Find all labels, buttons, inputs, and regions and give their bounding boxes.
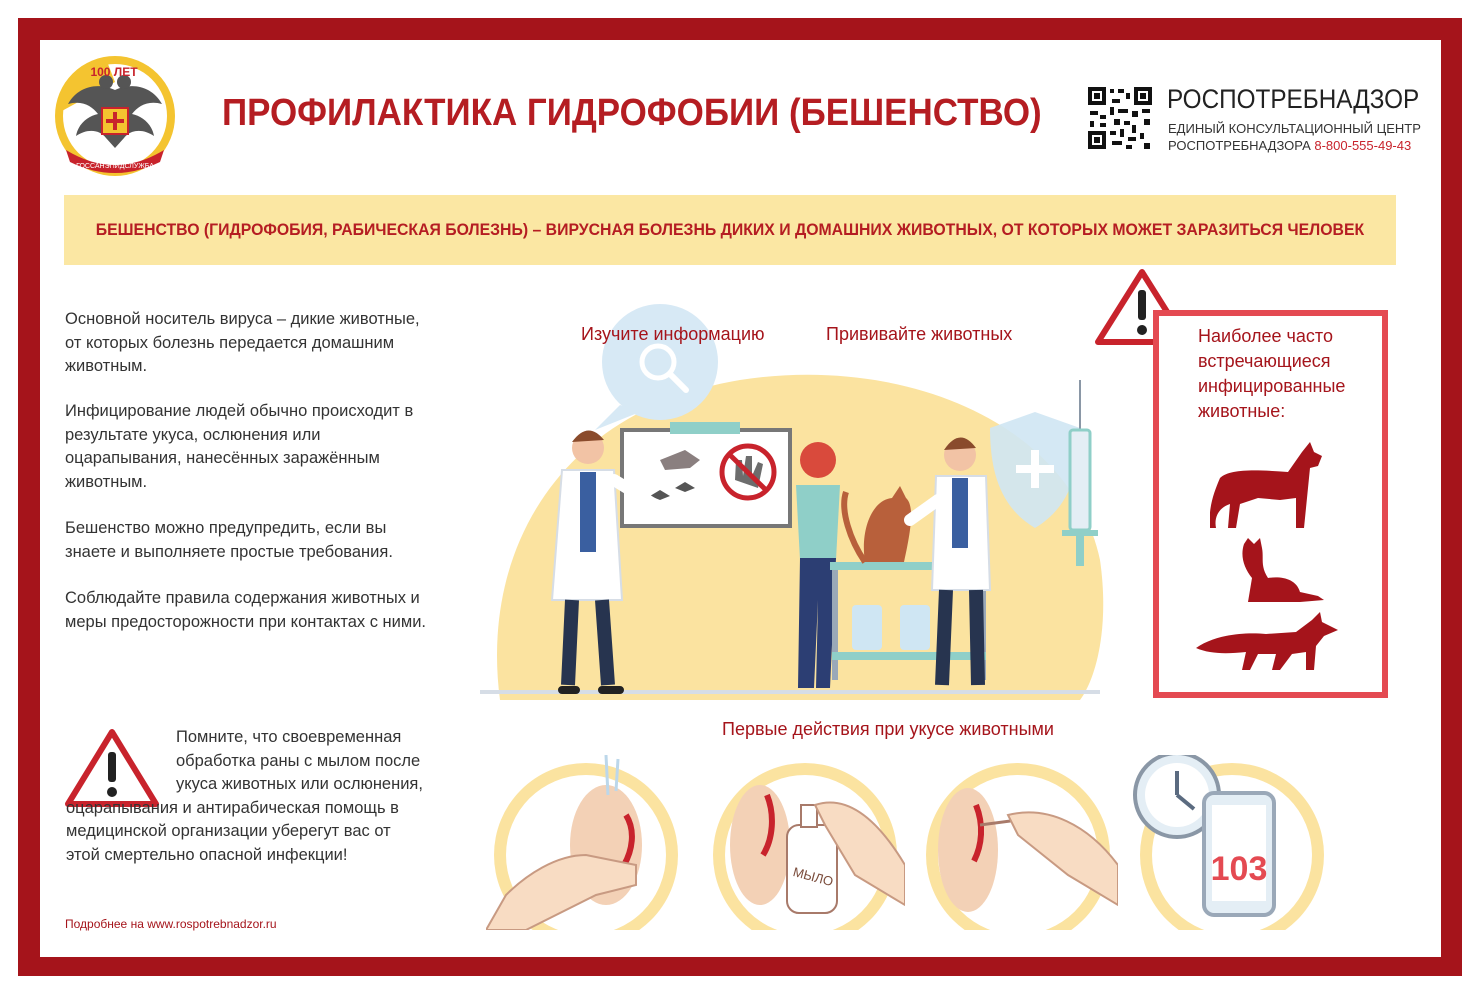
hotline-phone[interactable]: 8-800-555-49-43 <box>1314 138 1412 153</box>
vial-icon <box>900 605 930 650</box>
label-vaccinate: Прививайте животных <box>826 324 1013 344</box>
page-title: ПРОФИЛАКТИКА ГИДРОФОБИИ (БЕШЕНСТВО) <box>222 92 1042 134</box>
org-name: РОСПОТРЕБНАДЗОР <box>1167 84 1420 114</box>
paragraph-carrier: Основной носитель вируса – дикие животны… <box>65 310 420 375</box>
emblem-icon: 100 ЛЕТ ГОССАНЭПИДСЛУЖБА <box>55 56 175 176</box>
vial-icon <box>852 605 882 650</box>
wolf-icon <box>660 450 700 470</box>
org-subtitle: ЕДИНЫЙ КОНСУЛЬТАЦИОННЫЙ ЦЕНТР РОСПОТРЕБН… <box>1168 120 1421 154</box>
emblem-ribbon: ГОССАНЭПИДСЛУЖБА <box>76 163 154 170</box>
label-first-aid: Первые действия при укусе животными <box>722 719 1054 739</box>
infected-animals-box <box>1153 310 1388 698</box>
vet-scene-illustration <box>480 304 1104 700</box>
bat-icon <box>650 482 695 500</box>
remember-rest: оцарапывания и антирабическая помощь в м… <box>66 798 399 864</box>
doctor-right-figure <box>904 437 992 686</box>
cat-figure <box>863 486 912 562</box>
emergency-number: 103 <box>1211 850 1268 888</box>
doctor-left-figure <box>550 430 661 694</box>
syringe-icon <box>1062 380 1098 566</box>
org-subtitle-line2: РОСПОТРЕБНАДЗОРА <box>1168 138 1311 153</box>
call-emergency-illustration: 103 <box>1133 755 1324 930</box>
remember-lead: Помните, что своевременная обработка ран… <box>176 728 423 793</box>
no-touch-icon <box>719 443 777 501</box>
infected-animals-caption: Наиболее часто встречающиеся инфицирован… <box>1198 326 1346 421</box>
footer-link[interactable]: Подробнее на www.rospotrebnadzor.ru <box>65 917 277 931</box>
treat-wound-illustration <box>926 763 1118 930</box>
fox-icon <box>1196 612 1338 670</box>
paragraph-rules: Соблюдайте правила содержания животных и… <box>65 589 427 631</box>
soap-wound-illustration: МЫЛО <box>713 763 905 930</box>
cat-icon <box>1242 538 1324 602</box>
paragraph-infection: Инфицирование людей обычно происходит в … <box>65 402 414 491</box>
definition-banner: БЕШЕНСТВО (ГИДРОФОБИЯ, РАБИЧЕСКАЯ БОЛЕЗН… <box>64 195 1396 265</box>
pet-owner-figure <box>796 442 840 688</box>
emblem-years: 100 ЛЕТ <box>90 65 138 79</box>
org-subtitle-line1: ЕДИНЫЙ КОНСУЛЬТАЦИОННЫЙ ЦЕНТР <box>1168 121 1421 136</box>
definition-text: БЕШЕНСТВО (ГИДРОФОБИЯ, РАБИЧЕСКАЯ БОЛЕЗН… <box>95 220 1365 239</box>
label-study-info: Изучите информацию <box>581 324 765 344</box>
paragraph-prevention: Бешенство можно предупредить, если вы зн… <box>65 519 393 561</box>
qr-code-icon[interactable] <box>1086 85 1154 151</box>
dog-icon <box>1210 442 1322 528</box>
warning-icon <box>65 729 159 807</box>
magnifier-icon <box>639 343 677 381</box>
wash-wound-illustration <box>486 755 678 930</box>
remember-note: Помните, что своевременная обработка ран… <box>66 726 426 867</box>
